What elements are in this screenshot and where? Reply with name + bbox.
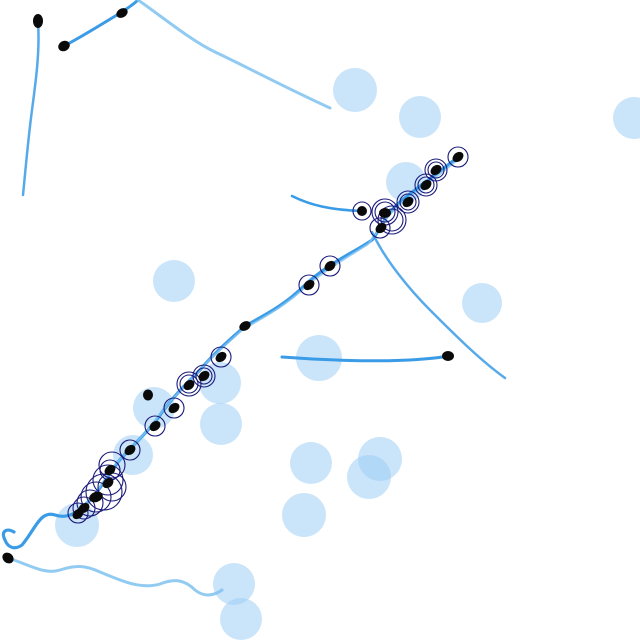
ring-icon bbox=[377, 205, 407, 235]
ring-icon bbox=[195, 367, 213, 385]
agent-dot-icon[interactable] bbox=[442, 351, 454, 361]
ring-icon bbox=[374, 201, 396, 223]
agent-dot-icon[interactable] bbox=[123, 443, 138, 458]
goal-zone bbox=[347, 455, 391, 499]
agent-trail bbox=[6, 556, 224, 597]
goal-zone bbox=[153, 260, 195, 302]
agent-trail bbox=[280, 354, 450, 363]
ring-icon bbox=[369, 217, 391, 239]
ring-icon bbox=[417, 176, 435, 194]
ring-icon bbox=[67, 502, 89, 524]
ring-icon bbox=[98, 451, 126, 479]
agent-trail bbox=[290, 194, 364, 213]
agent-dot-icon[interactable] bbox=[419, 178, 434, 193]
agent-dot-icon[interactable] bbox=[379, 208, 391, 218]
goal-zones bbox=[55, 68, 640, 640]
agent-trail bbox=[62, 0, 140, 48]
history-rings bbox=[67, 146, 469, 524]
ring-icon bbox=[414, 173, 438, 197]
ring-icon bbox=[119, 439, 141, 461]
goal-zone bbox=[113, 435, 153, 475]
goal-zone bbox=[199, 362, 241, 404]
agent-dot-icon[interactable] bbox=[101, 476, 116, 491]
goal-zone bbox=[613, 97, 640, 139]
agent-dot-icon[interactable] bbox=[71, 507, 86, 522]
goal-zone bbox=[290, 442, 332, 484]
agent-dot-icon[interactable] bbox=[214, 350, 229, 365]
ring-icon bbox=[447, 146, 469, 168]
agent-dot-icon[interactable] bbox=[401, 195, 416, 210]
ring-icon bbox=[399, 193, 417, 211]
ring-icon bbox=[144, 415, 166, 437]
agent-dot-icon[interactable] bbox=[148, 419, 163, 434]
ring-icon bbox=[210, 346, 232, 368]
ring-icon bbox=[92, 464, 124, 496]
goal-zone bbox=[220, 598, 262, 640]
agent-dot-icon[interactable] bbox=[357, 206, 367, 216]
goal-zone bbox=[213, 563, 255, 605]
agent-dot-icon[interactable] bbox=[323, 259, 338, 274]
agent-dot-icon[interactable] bbox=[33, 14, 43, 28]
ring-icon bbox=[163, 397, 185, 419]
goal-zone bbox=[399, 96, 441, 138]
ring-icon bbox=[176, 371, 202, 397]
agent-trail bbox=[21, 20, 40, 197]
agent-dot-icon[interactable] bbox=[451, 150, 466, 165]
agent-dot-icon[interactable] bbox=[115, 6, 130, 20]
goal-zone bbox=[333, 68, 377, 112]
goal-zone bbox=[133, 387, 175, 429]
agent-dot-icon[interactable] bbox=[167, 401, 182, 416]
ring-icon bbox=[427, 161, 445, 179]
goal-zone bbox=[462, 283, 502, 323]
agent-dot-icon[interactable] bbox=[56, 39, 71, 54]
ring-icon bbox=[298, 274, 320, 296]
ring-icon bbox=[380, 208, 404, 232]
goal-zone bbox=[282, 493, 326, 537]
agent-dot-icon[interactable] bbox=[103, 463, 118, 478]
ring-icon bbox=[179, 374, 199, 394]
agent-dot-icon[interactable] bbox=[374, 221, 389, 236]
ring-icon bbox=[319, 255, 341, 277]
agent-dot-icon[interactable] bbox=[429, 163, 444, 178]
agents bbox=[0, 6, 466, 565]
agent-dot-icon[interactable] bbox=[302, 278, 317, 293]
agent-dot-icon[interactable] bbox=[238, 319, 253, 333]
agent-dot-icon[interactable] bbox=[88, 490, 105, 504]
agent-dot-icon[interactable] bbox=[182, 378, 197, 393]
agent-dot-icon[interactable] bbox=[197, 369, 212, 384]
ring-icon bbox=[352, 201, 372, 221]
agent-dot-icon[interactable] bbox=[143, 389, 153, 401]
ring-icon bbox=[72, 496, 96, 520]
agent-dot-icon[interactable] bbox=[0, 550, 16, 565]
agent-trail bbox=[136, 0, 332, 110]
goal-zone bbox=[200, 403, 242, 445]
agent-trail bbox=[370, 230, 507, 380]
ring-icon bbox=[396, 190, 420, 214]
